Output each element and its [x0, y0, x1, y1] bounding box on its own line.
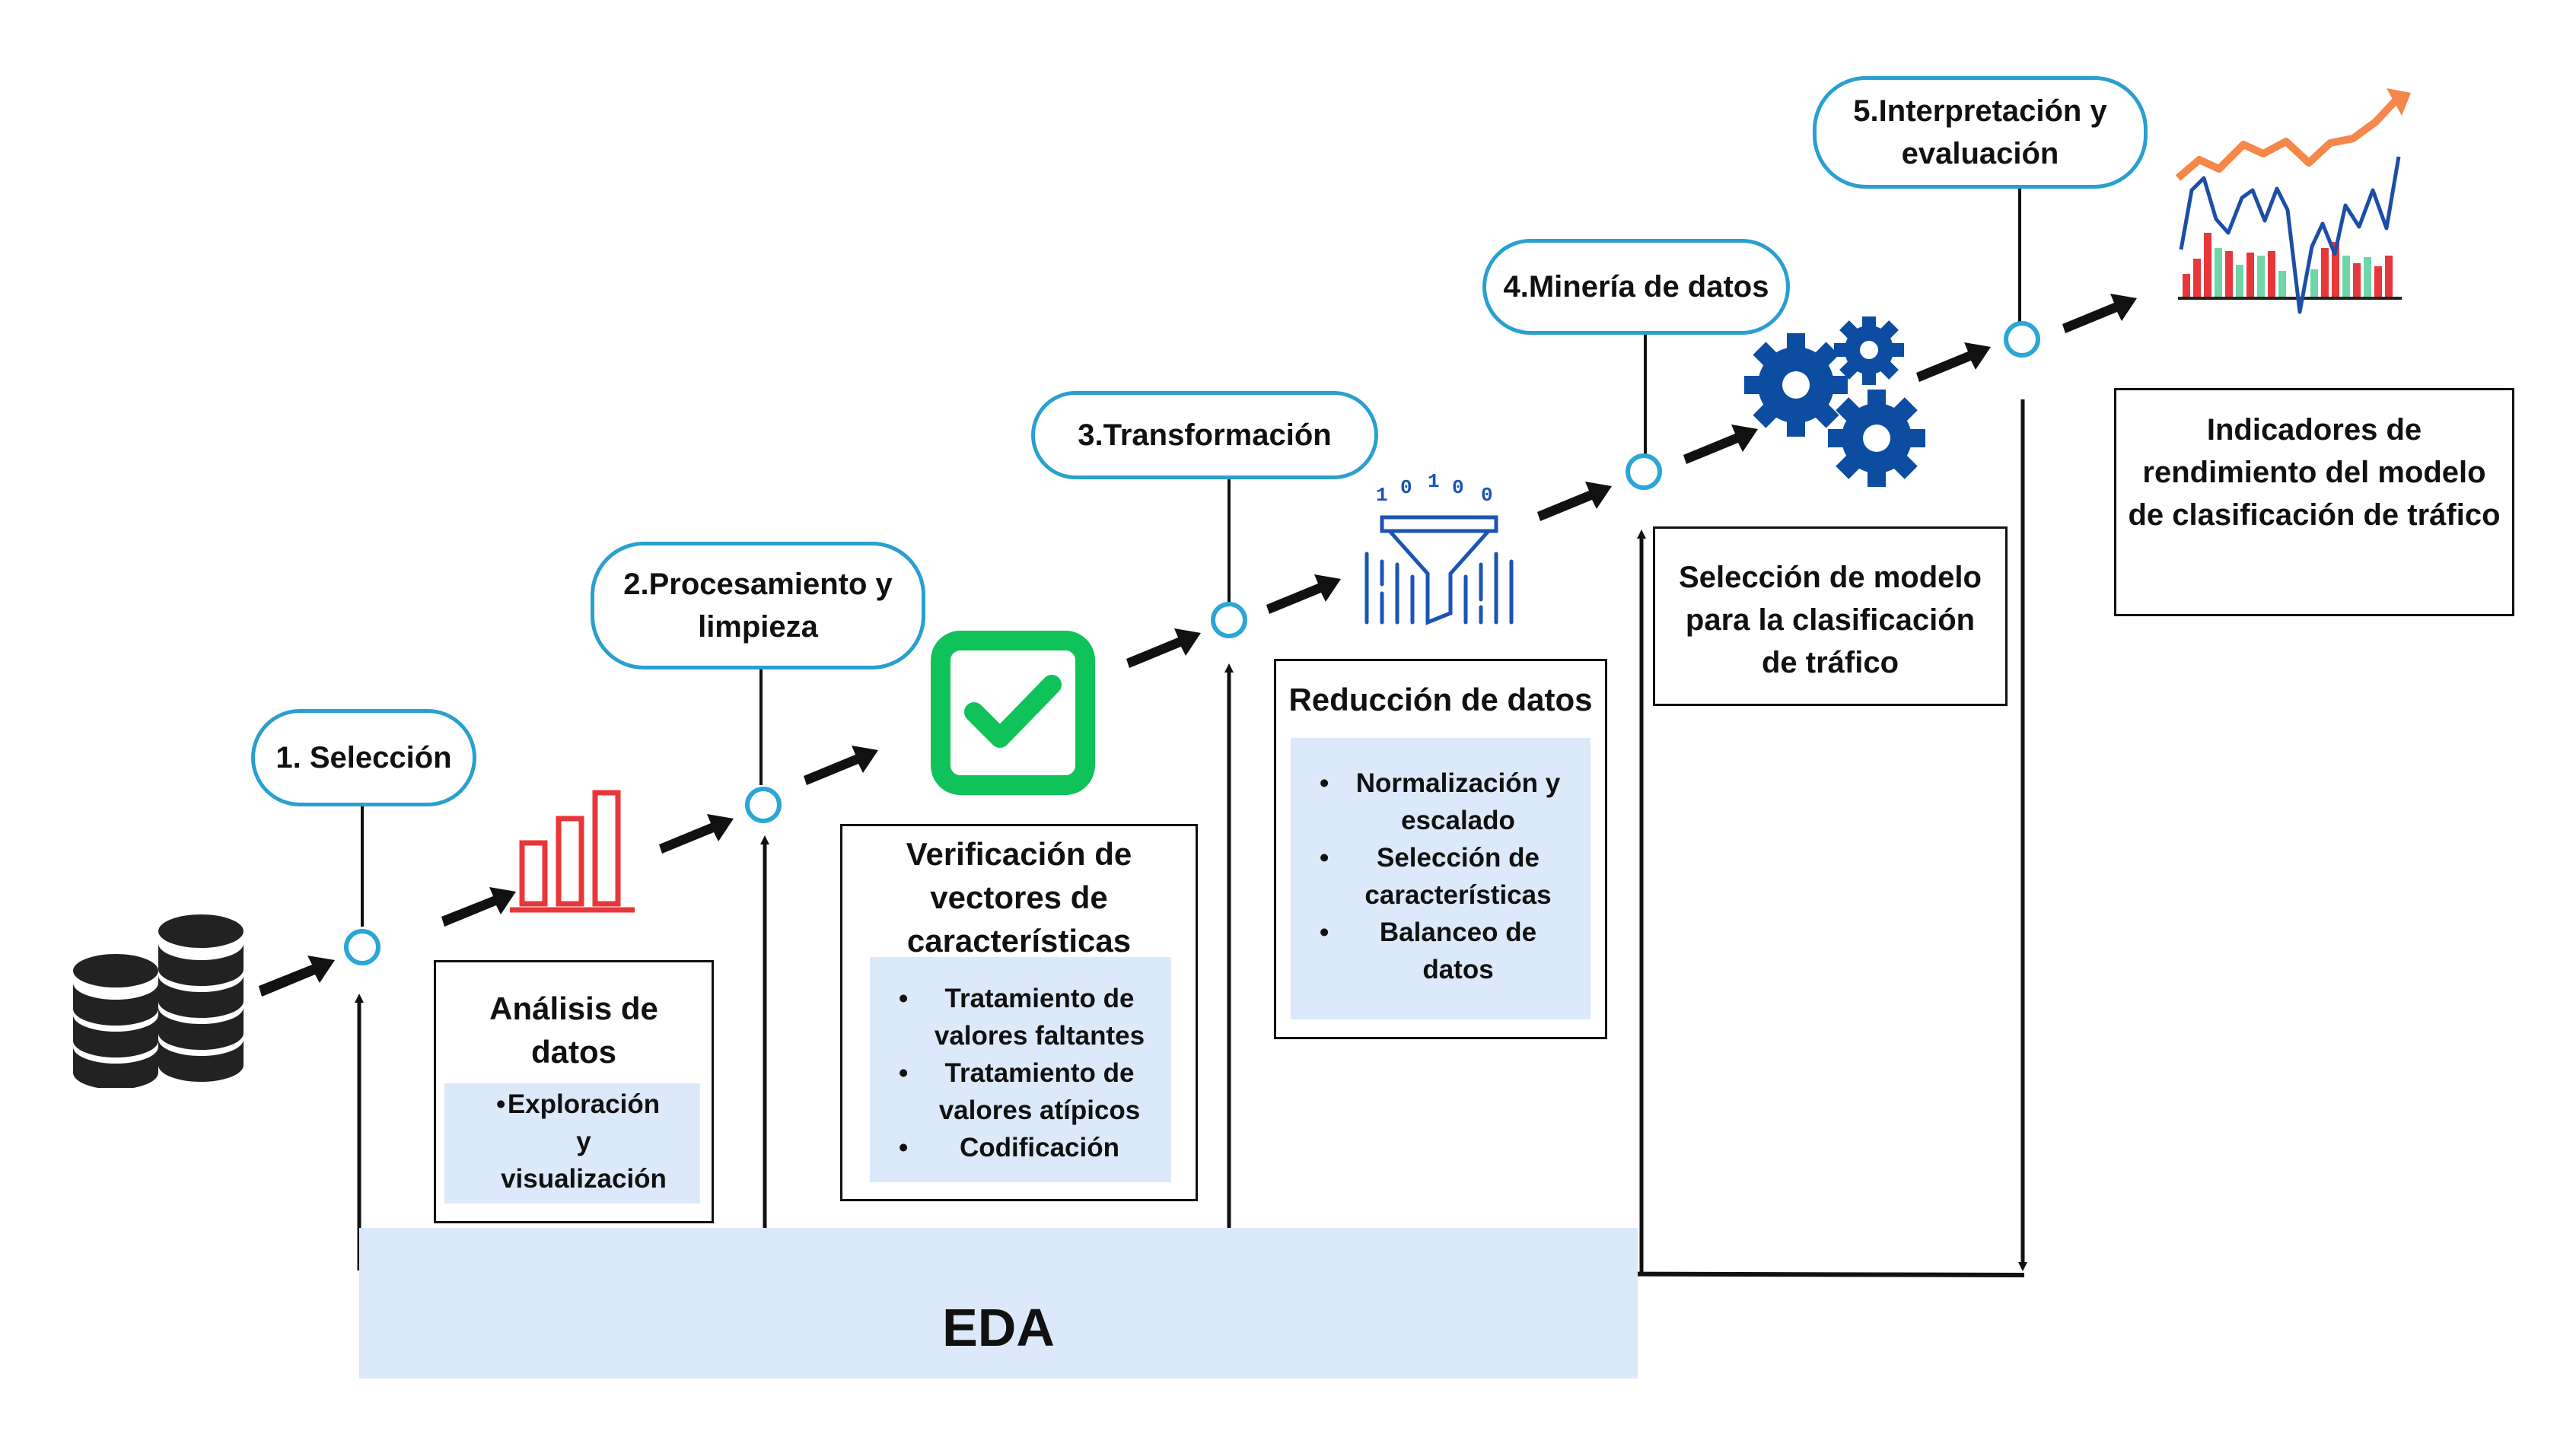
step-1-seleccion: 1. Selección	[251, 709, 476, 806]
list-item: Exploración y visualización	[496, 1086, 670, 1197]
reduccion-list: Normalización y escalado Selección de ca…	[1291, 738, 1590, 1019]
gears-icon	[1744, 316, 1925, 487]
list-item: Selección de características	[1320, 839, 1565, 914]
funnel-filter-icon: 1 0 1 0 0	[1364, 470, 1514, 625]
eda-up-arrows	[355, 399, 2027, 1274]
seleccion-modelo-text: Selección de modelo para la clasificació…	[1679, 561, 1982, 679]
seleccion-modelo-box: Selección de modelo para la clasificació…	[1653, 526, 2008, 706]
analisis-title: Análisis de datos	[489, 991, 658, 1070]
svg-text:1: 1	[1376, 484, 1388, 507]
svg-text:0: 0	[1452, 476, 1464, 499]
step-nodes	[344, 321, 2040, 965]
reduccion-title: Reducción de datos	[1288, 682, 1593, 717]
verificacion-title: Verificación de vectores de característi…	[906, 836, 1132, 959]
progression-arrows	[259, 294, 2137, 997]
database-icon	[73, 914, 244, 1088]
list-item: Balanceo de datos	[1320, 914, 1565, 988]
verificacion-list: Tratamiento de valores faltantes Tratami…	[870, 957, 1171, 1182]
list-item: Tratamiento de valores faltantes	[899, 980, 1148, 1054]
svg-text:0: 0	[1481, 484, 1493, 507]
eda-band	[359, 1228, 1638, 1379]
trend-chart-icon	[2175, 88, 2411, 314]
list-item: Tratamiento de valores atípicos	[899, 1054, 1148, 1129]
checkmark-icon	[931, 631, 1095, 795]
list-item: Codificación	[899, 1129, 1148, 1166]
indicadores-text: Indicadores de rendimiento del modelo de…	[2128, 413, 2501, 532]
analisis-list: Exploración y visualización	[444, 1083, 700, 1204]
eda-label: EDA	[942, 1298, 1055, 1357]
svg-text:0: 0	[1400, 476, 1412, 499]
step-2-procesamiento: 2.Procesamiento y limpieza	[591, 542, 925, 669]
pill-connectors	[361, 186, 2021, 927]
bar-chart-icon	[510, 790, 635, 913]
list-item: Normalización y escalado	[1320, 765, 1565, 839]
indicadores-box: Indicadores de rendimiento del modelo de…	[2114, 388, 2514, 616]
step-4-mineria: 4.Minería de datos	[1482, 239, 1790, 335]
step-5-interpretacion: 5.Interpretación y evaluación	[1813, 76, 2148, 189]
step-3-transformacion: 3.Transformación	[1031, 391, 1378, 479]
svg-text:1: 1	[1428, 470, 1440, 493]
